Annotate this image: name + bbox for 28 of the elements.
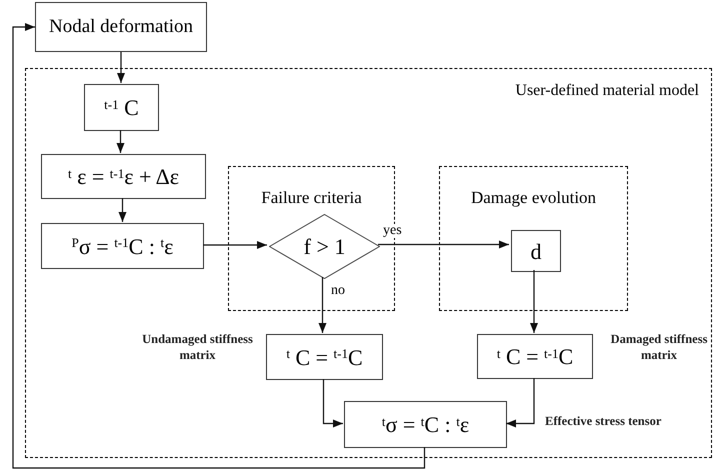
group-heading: Failure criteria bbox=[260, 187, 363, 209]
arrow bbox=[203, 241, 267, 249]
group-heading: Damage evolution bbox=[470, 187, 598, 209]
arrow bbox=[12, 23, 426, 469]
arrow bbox=[506, 378, 535, 428]
process-box: $^{t}$ C = $^{t-1}$C bbox=[266, 334, 383, 380]
arrow bbox=[530, 270, 538, 333]
process-box: $^{t}$σ = $^{t}$C : $^{t}$ε bbox=[344, 401, 507, 448]
process-box: Nodal deformation bbox=[35, 2, 207, 52]
annotation-text: Undamaged stiffness matrix bbox=[141, 332, 254, 364]
process-box: $^{t-1}$ C bbox=[84, 84, 159, 131]
annotation-text: Damaged stiffness matrix bbox=[610, 332, 708, 364]
dashed-group-frame bbox=[25, 68, 712, 458]
arrow bbox=[322, 379, 343, 428]
process-box: d bbox=[511, 230, 561, 272]
arrow bbox=[378, 240, 509, 248]
group-heading: User-defined material model bbox=[515, 81, 699, 101]
dashed-group-frame bbox=[439, 166, 628, 311]
arrow bbox=[116, 130, 124, 153]
process-box: $^{t}$ C = $^{t-1}$C bbox=[477, 334, 593, 379]
process-box: $^{P}$σ = $^{t-1}$C : $^{t}$ε bbox=[41, 223, 204, 269]
decision-diamond: f > 1 bbox=[269, 214, 380, 279]
arrow bbox=[117, 52, 125, 83]
process-box: $^{t}$ ε = $^{t-1}$ε + Δε bbox=[41, 154, 206, 199]
arrow bbox=[118, 198, 126, 222]
arrow bbox=[318, 277, 326, 333]
edge-label: Effective stress tensor bbox=[544, 415, 662, 428]
edge-label: yes bbox=[382, 224, 403, 238]
